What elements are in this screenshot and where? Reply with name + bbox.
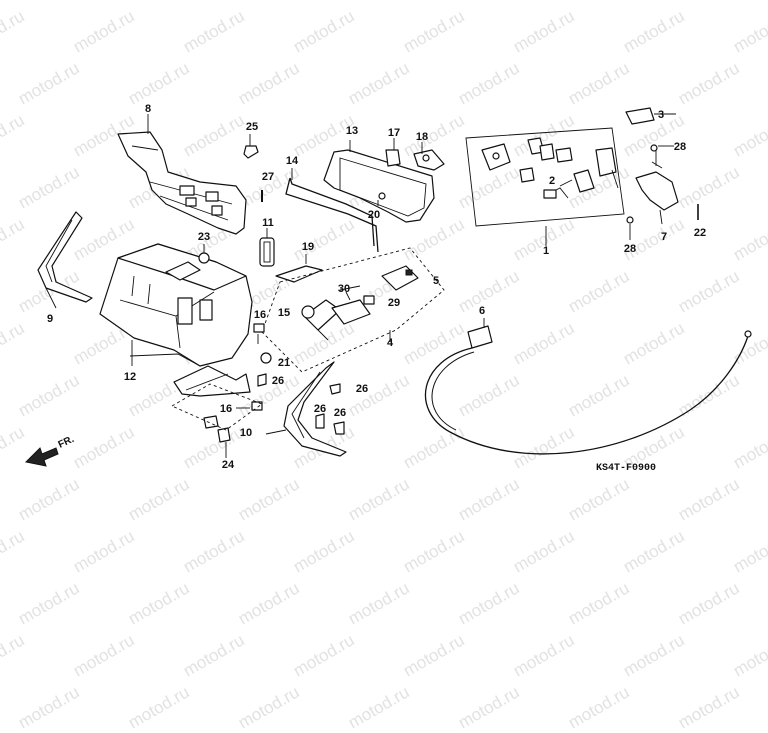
part-16-clip	[253, 323, 265, 344]
watermark-text: motod.ru	[730, 630, 768, 681]
part-21-nut	[260, 352, 272, 364]
part-1-key-cylinder-set	[465, 127, 625, 246]
callout-29: 29	[388, 297, 400, 309]
watermark-text: motod.ru	[455, 682, 523, 733]
watermark-text: motod.ru	[455, 578, 523, 629]
part-3-bolt	[625, 107, 676, 125]
callout-28: 28	[624, 243, 636, 255]
watermark-text: motod.ru	[235, 578, 303, 629]
watermark-text: motod.ru	[290, 630, 358, 681]
callout-8: 8	[145, 103, 151, 115]
callout-22: 22	[694, 227, 706, 239]
callout-10: 10	[240, 427, 252, 439]
callout-24: 24	[222, 459, 235, 471]
part-7-bracket	[635, 150, 679, 225]
part-13-lid-frame	[323, 140, 435, 223]
callout-21: 21	[278, 357, 290, 369]
callout-16: 16	[254, 309, 266, 321]
part-10-stay	[173, 361, 347, 457]
diagram-code: KS4T-F0900	[596, 463, 656, 474]
callout-18: 18	[416, 131, 428, 143]
front-direction-label: FR.	[57, 434, 76, 451]
watermark-text: motod.ru	[125, 578, 193, 629]
watermark-text: motod.ru	[15, 578, 83, 629]
part-25-bolt	[243, 134, 259, 159]
part-small-plate	[171, 383, 263, 431]
watermark-text: motod.ru	[235, 682, 303, 733]
watermark-text: motod.ru	[510, 630, 578, 681]
callout-26: 26	[334, 407, 346, 419]
part-26-screws	[257, 373, 345, 435]
part-12-storage-box	[99, 243, 253, 367]
callout-6: 6	[479, 305, 485, 317]
part-8-bracket	[117, 114, 247, 235]
callout-26: 26	[356, 383, 368, 395]
callout-12: 12	[124, 371, 136, 383]
part-16-clip-lower	[236, 401, 263, 411]
callout-20: 20	[368, 209, 380, 221]
part-17-clip	[385, 138, 401, 167]
callout-28: 28	[674, 141, 686, 153]
part-24-screw	[217, 427, 231, 458]
watermark-text: motod.ru	[565, 682, 633, 733]
front-direction-arrow	[24, 447, 59, 467]
watermark-text: motod.ru	[345, 578, 413, 629]
callout-17: 17	[388, 127, 400, 139]
watermark-text: motod.ru	[675, 578, 743, 629]
callout-14: 14	[286, 155, 299, 167]
watermark-text: motod.ru	[125, 682, 193, 733]
part-9-strip	[37, 211, 93, 309]
watermark-text: motod.ru	[675, 682, 743, 733]
callout-23: 23	[198, 231, 210, 243]
callout-25: 25	[246, 121, 258, 133]
exploded-view-drawing: 1234567891011121314151616171819202122232…	[24, 103, 752, 474]
callout-16: 16	[220, 403, 232, 415]
part-19-pad	[275, 254, 323, 283]
callout-2: 2	[549, 175, 555, 187]
callout-26: 26	[272, 375, 284, 387]
watermark-text: motod.ru	[620, 630, 688, 681]
callout-3: 3	[658, 109, 664, 121]
callout-19: 19	[302, 241, 314, 253]
watermark-text: motod.ru	[345, 682, 413, 733]
watermark-text: motod.ru	[565, 578, 633, 629]
callout-5: 5	[433, 275, 439, 287]
callout-30: 30	[338, 283, 350, 295]
callout-4: 4	[387, 337, 394, 349]
watermark-text: motod.ru	[400, 630, 468, 681]
callout-27: 27	[262, 171, 274, 183]
part-28-screws	[626, 144, 674, 240]
callout-26: 26	[314, 403, 326, 415]
callout-9: 9	[47, 313, 53, 325]
part-20-screw	[377, 192, 386, 206]
watermark-text: motod.ru	[70, 630, 138, 681]
watermark-text: motod.ru	[180, 630, 248, 681]
part-6-cable	[424, 318, 752, 455]
part-14-wire-stay	[285, 168, 379, 253]
callout-7: 7	[661, 231, 667, 243]
callout-1: 1	[543, 245, 549, 257]
watermark-text: motod.ru	[15, 682, 83, 733]
callout-11: 11	[262, 217, 274, 229]
callout-15: 15	[278, 307, 290, 319]
part-11-grommet	[259, 228, 275, 267]
part-23-nut	[198, 244, 210, 264]
callout-13: 13	[346, 125, 358, 137]
watermark-text: motod.ru	[0, 630, 28, 681]
part-18-clip	[413, 142, 445, 171]
